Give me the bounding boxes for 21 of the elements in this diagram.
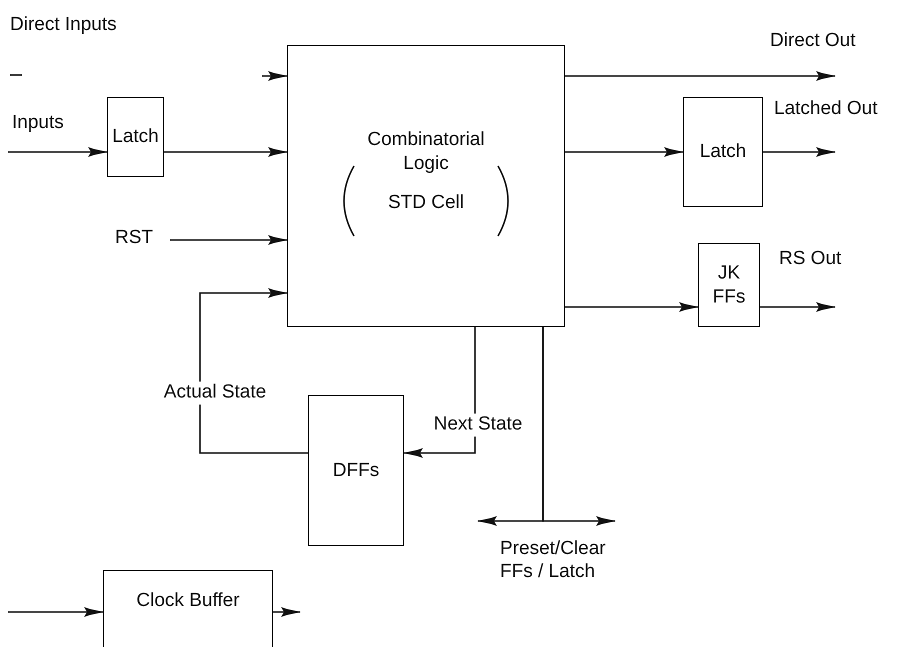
block-label: Latch — [698, 140, 748, 164]
block-label: Latch — [111, 125, 160, 149]
block — [683, 97, 763, 207]
signal-label: Inputs — [12, 112, 64, 135]
logic-block — [287, 45, 565, 327]
block-label: Clock Buffer — [135, 589, 241, 613]
signal-label: Direct Inputs — [10, 14, 117, 37]
signal-label: RS Out — [779, 248, 842, 271]
signal-label: Latched Out — [774, 98, 878, 121]
block — [698, 243, 760, 327]
block-label: JK FFs — [712, 261, 746, 309]
block-label: STD Cell — [386, 191, 465, 215]
block-label: Combinatorial Logic — [366, 128, 486, 176]
signal-label: Preset/Clear FFs / Latch — [500, 538, 607, 584]
block — [107, 97, 164, 177]
block — [308, 395, 404, 546]
block — [103, 570, 273, 647]
block-label: DFFs — [332, 458, 380, 482]
edge-label: Actual State — [162, 382, 268, 404]
signal-label: RST — [115, 227, 153, 250]
signal-label: Direct Out — [770, 30, 856, 53]
